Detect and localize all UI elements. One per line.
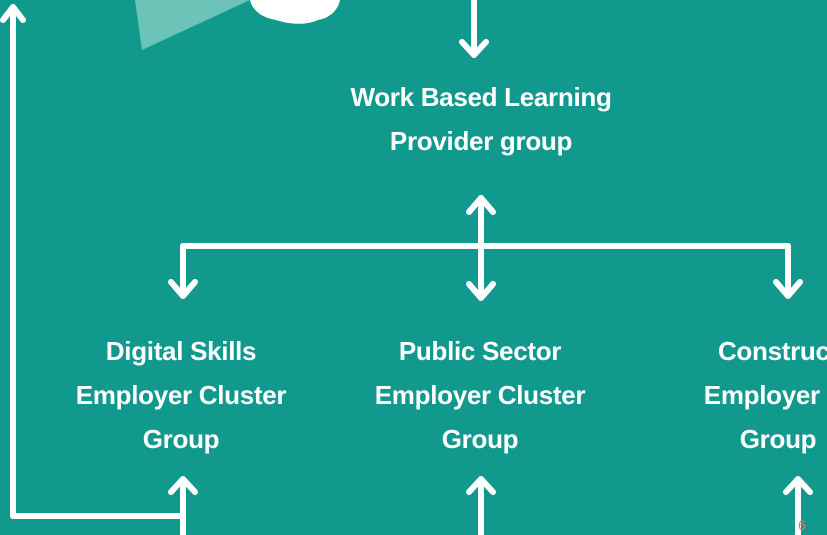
top-incoming-arrowhead [459, 39, 489, 58]
center-down-arrowhead [466, 281, 496, 301]
digital-skills-node: Digital Skills Employer Cluster Group [35, 329, 327, 461]
right-branch-arrowhead [773, 279, 803, 299]
public-line-2: Employer Cluster [374, 380, 586, 410]
digital-line-2: Employer Cluster [75, 380, 287, 410]
left-loop-arrowhead [0, 4, 26, 23]
construction-line-3: Group [739, 424, 817, 454]
public-line-1: Public Sector [398, 336, 562, 366]
public-sector-node: Public Sector Employer Cluster Group [334, 329, 626, 461]
construction-node: Construct Employer Cl Group [632, 329, 827, 461]
construction-line-1: Construct [717, 336, 827, 366]
wbl-line-2: Provider group [389, 126, 573, 156]
construction-line-2: Employer Cl [703, 380, 827, 410]
public-line-3: Group [441, 424, 519, 454]
decorative-triangle [135, 0, 250, 50]
digital-line-3: Group [142, 424, 220, 454]
center-up-arrowhead [466, 195, 496, 215]
page-number: 6 [798, 517, 806, 533]
bottom-arrow-construction-head [783, 476, 813, 495]
digital-line-1: Digital Skills [105, 336, 257, 366]
decorative-cloud [250, 0, 340, 24]
left-branch-arrowhead [168, 279, 198, 299]
work-based-learning-node: Work Based Learning Provider group [300, 75, 662, 163]
bottom-arrow-digital-head [168, 476, 198, 495]
bottom-arrow-public-head [466, 476, 496, 495]
wbl-line-1: Work Based Learning [350, 82, 612, 112]
